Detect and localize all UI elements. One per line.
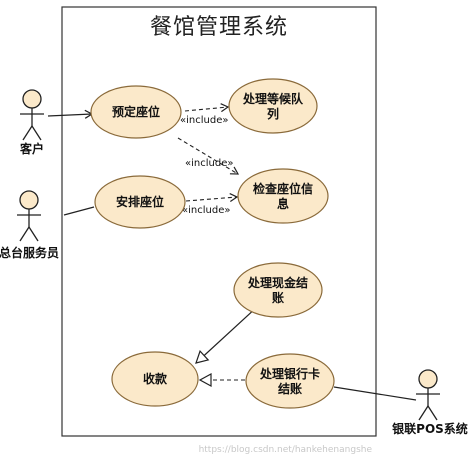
actor-customer-figure	[20, 89, 44, 141]
include-reserve-waitlist	[184, 103, 230, 113]
usecase-reserve-seat: 预定座位	[90, 85, 182, 139]
actor-front-desk: 总台服务员	[0, 190, 59, 260]
actor-customer: 客户	[19, 89, 44, 156]
watermark: https://blog.csdn.net/hankehenangshe	[199, 445, 373, 455]
actor-front-desk-label: 总台服务员	[0, 245, 59, 260]
usecase-check-seat-info: 检查座位信 息	[237, 168, 329, 224]
svg-text:预定座位: 预定座位	[112, 104, 160, 119]
usecase-collect-payment: 收款	[111, 351, 199, 407]
svg-text:处理现金结: 处理现金结	[247, 275, 308, 290]
svg-text:结账: 结账	[278, 381, 302, 396]
assoc-host-arrange	[63, 206, 95, 216]
actor-pos-system-label: 银联POS系统	[392, 421, 468, 436]
svg-text:息: 息	[277, 196, 289, 211]
include-label-2: «include»	[185, 158, 233, 169]
gen-cash-collect	[196, 305, 259, 363]
include-arrange-checkseat	[185, 193, 239, 203]
include-reserve-checkseat	[177, 137, 240, 175]
svg-text:检查座位信: 检查座位信	[253, 181, 313, 196]
svg-text:处理银行卡: 处理银行卡	[259, 366, 320, 381]
svg-text:收款: 收款	[143, 371, 168, 386]
include-label-3: «include»	[182, 205, 230, 216]
system-title: 餐馆管理系统	[150, 15, 288, 40]
include-label-1: «include»	[180, 115, 228, 126]
assoc-pos-card	[333, 386, 417, 401]
assoc-customer-reserve	[47, 109, 94, 119]
svg-text:列: 列	[267, 106, 279, 121]
actor-pos-system-figure	[416, 369, 440, 421]
usecase-arrange-seat: 安排座位	[94, 175, 186, 229]
usecase-card-settlement: 处理银行卡 结账	[245, 353, 335, 409]
actor-customer-label: 客户	[19, 141, 44, 156]
svg-text:账: 账	[272, 291, 284, 305]
actor-front-desk-figure	[17, 190, 41, 242]
actor-pos-system: 银联POS系统	[392, 369, 468, 436]
usecase-cash-settlement: 处理现金结 账	[233, 262, 323, 318]
usecase-waitlist: 处理等候队 列	[228, 78, 318, 134]
svg-text:处理等候队: 处理等候队	[242, 91, 304, 106]
svg-text:安排座位: 安排座位	[116, 194, 164, 209]
